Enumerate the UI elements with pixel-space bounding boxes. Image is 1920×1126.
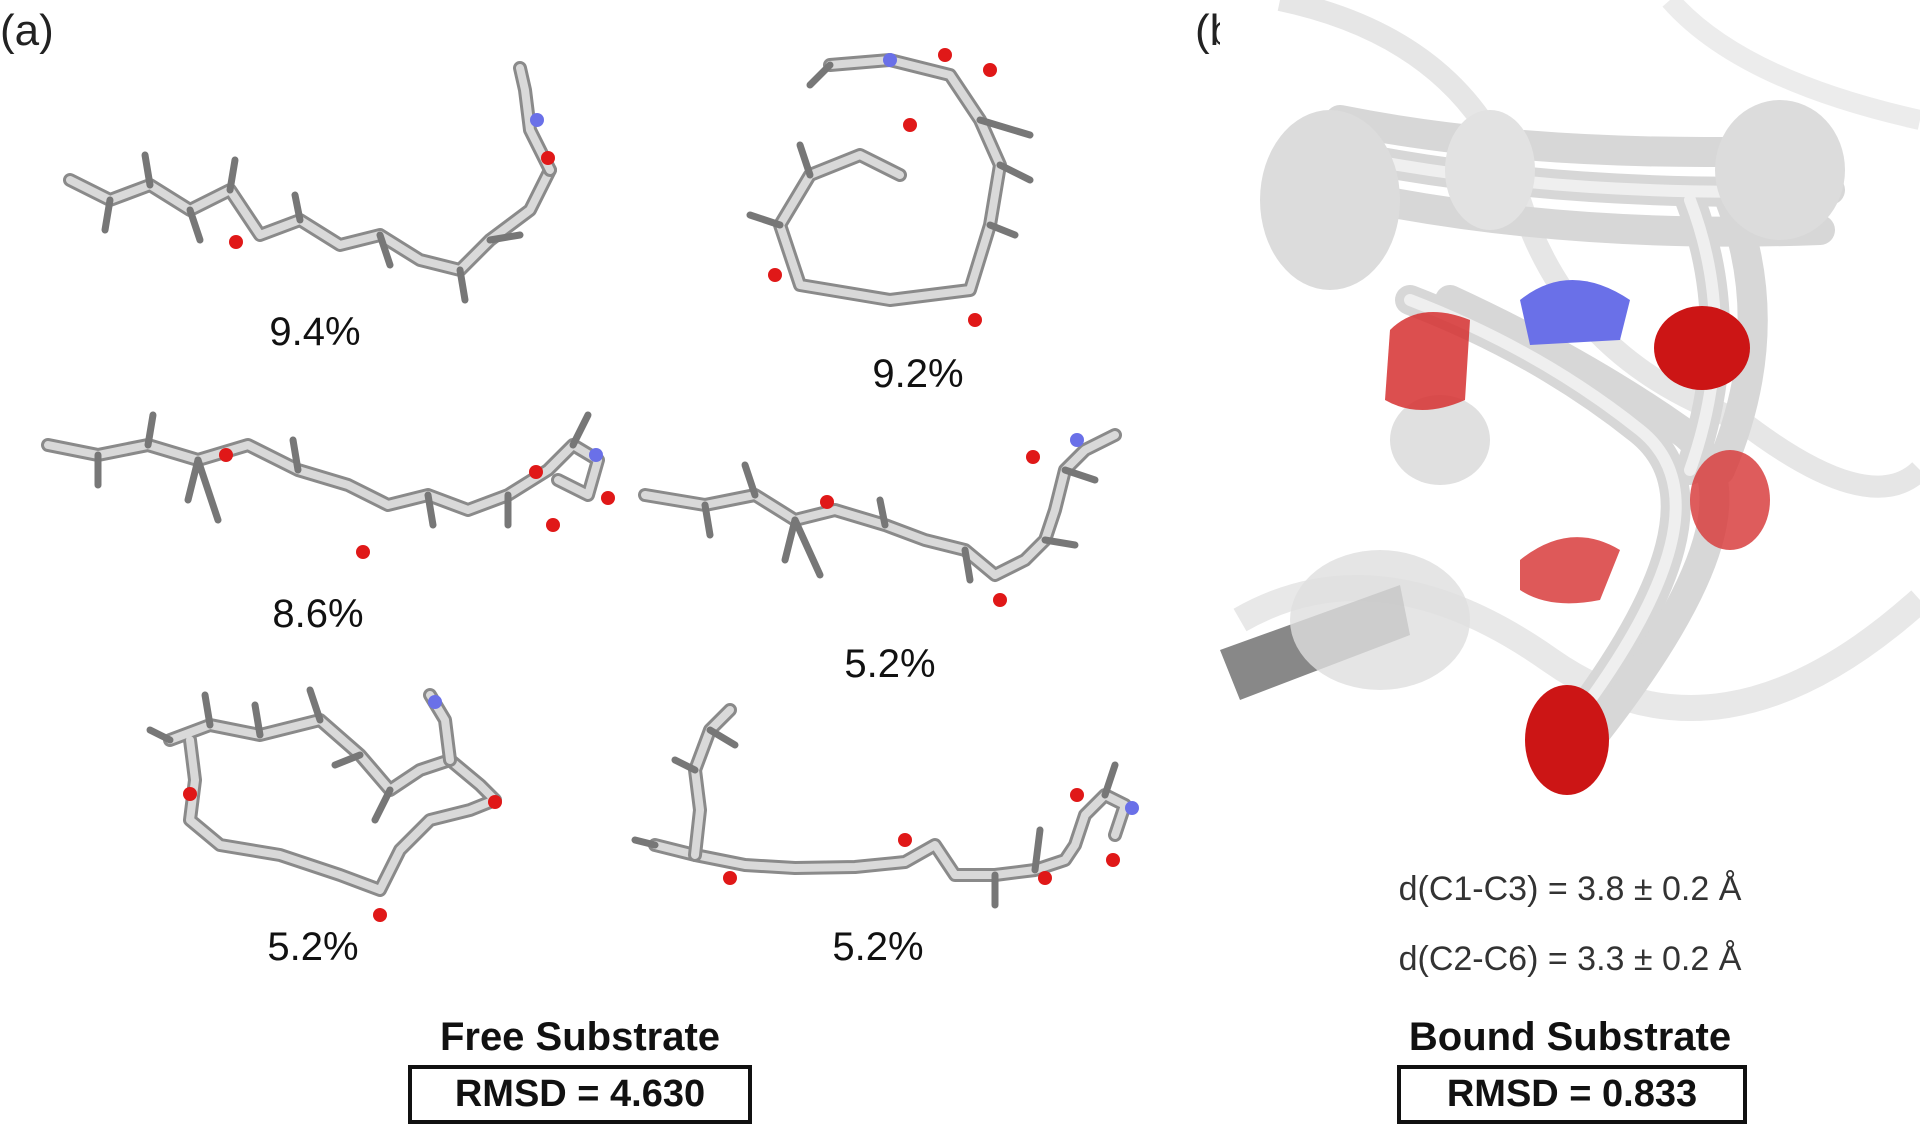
conformer-1-structure xyxy=(63,61,557,304)
panel-a-label: (a) xyxy=(0,6,54,55)
conformer-2-percentage: 9.2% xyxy=(872,352,964,396)
conformer-2-structure xyxy=(746,48,1034,327)
bound-substrate-ensemble xyxy=(1220,0,1920,840)
conformer-3-percentage: 8.6% xyxy=(272,592,364,636)
conformer-1-percentage: 9.4% xyxy=(269,310,361,354)
free-substrate-heading: Free Substrate xyxy=(439,1015,721,1059)
free-substrate-rmsd: RMSD = 4.630 xyxy=(408,1065,752,1124)
conformer-4-percentage: 5.2% xyxy=(844,642,936,686)
conformer-5-structure xyxy=(146,686,502,922)
conformer-4-structure xyxy=(638,428,1122,607)
conformer-3-structure xyxy=(41,411,615,559)
conformer-6-percentage: 5.2% xyxy=(832,925,924,969)
conformer-5-percentage: 5.2% xyxy=(267,925,359,969)
bound-substrate-heading: Bound Substrate xyxy=(1408,1015,1732,1059)
distance-c1-c3: d(C1-C3) = 3.8 ± 0.2 Å xyxy=(1398,870,1742,908)
distance-c2-c6: d(C2-C6) = 3.3 ± 0.2 Å xyxy=(1398,940,1742,978)
conformer-6-structure xyxy=(631,703,1139,909)
bound-substrate-rmsd: RMSD = 0.833 xyxy=(1397,1065,1747,1124)
